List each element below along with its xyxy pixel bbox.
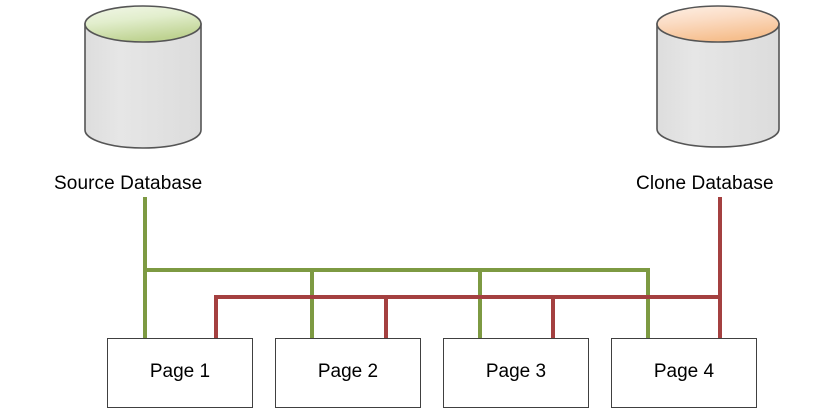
page-box-label: Page 3 xyxy=(485,361,547,382)
clone-link-group xyxy=(214,197,722,339)
page-box-page4[interactable]: Page 4 xyxy=(611,338,757,408)
clone-cylinder-body xyxy=(656,23,780,148)
source-database-label: Source Database xyxy=(54,173,203,194)
page-box-label: Page 4 xyxy=(653,361,715,382)
page-box-page2[interactable]: Page 2 xyxy=(275,338,421,408)
page-box-label: Page 1 xyxy=(149,361,211,382)
clone-database-cylinder[interactable] xyxy=(656,5,780,148)
page-box-page1[interactable]: Page 1 xyxy=(107,338,253,408)
source-cylinder-body xyxy=(84,23,202,149)
source-link-group xyxy=(143,197,650,339)
page-box-page3[interactable]: Page 3 xyxy=(443,338,589,408)
clone-cylinder-top xyxy=(656,5,780,43)
source-cylinder-top xyxy=(84,5,202,43)
clone-database-label: Clone Database xyxy=(636,173,774,194)
page-box-label: Page 2 xyxy=(317,361,379,382)
source-database-cylinder[interactable] xyxy=(84,5,202,149)
